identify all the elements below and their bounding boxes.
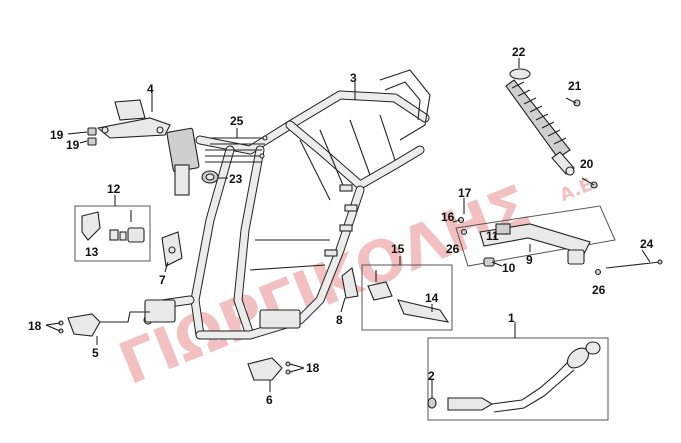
- callout-15: 15: [391, 242, 405, 256]
- callout-6: 6: [266, 393, 273, 407]
- callout-26b: 26: [592, 283, 606, 297]
- grommet-part-23: [201, 170, 219, 184]
- callout-16: 16: [441, 210, 455, 224]
- group-box-part-12: [74, 205, 151, 262]
- callout-18a: 18: [28, 319, 42, 333]
- callout-18b: 18: [306, 361, 320, 375]
- callout-14: 14: [425, 291, 439, 305]
- callout-26a: 26: [446, 242, 460, 256]
- group-box-part-1: [427, 337, 609, 421]
- stand-group-part-9: [455, 205, 616, 267]
- callout-13: 13: [85, 245, 99, 259]
- callout-19b: 19: [66, 138, 80, 152]
- callout-3: 3: [350, 71, 357, 85]
- callout-12: 12: [107, 182, 121, 196]
- callout-5: 5: [92, 346, 99, 360]
- screws-part-19: [87, 127, 97, 146]
- callout-8: 8: [336, 313, 343, 327]
- callout-24: 24: [640, 237, 654, 251]
- callout-11: 11: [486, 229, 499, 243]
- callout-10: 10: [502, 261, 516, 275]
- main-frame: [143, 69, 431, 340]
- callout-17: 17: [458, 186, 472, 200]
- watermark-suffix: Α.Ε.: [557, 172, 602, 206]
- callout-22: 22: [512, 45, 526, 59]
- callout-2: 2: [428, 369, 435, 383]
- callout-9: 9: [526, 253, 533, 267]
- bolts-part-16-17-24-26: [457, 198, 663, 276]
- leader-lines: [45, 58, 651, 398]
- bracket-part-8: [341, 267, 359, 299]
- bracket-part-4: [96, 99, 171, 139]
- callout-numbers: 1 2 3 4 5 6 7 8 9 10 11 12 13 14 15 16 1…: [28, 45, 654, 407]
- bolts-part-20-21: [565, 97, 598, 189]
- callout-21: 21: [568, 79, 582, 93]
- callout-7: 7: [159, 273, 166, 287]
- footrest-part-5: [58, 311, 150, 337]
- callout-20: 20: [580, 157, 594, 171]
- rods-part-25: [205, 135, 268, 163]
- callout-1: 1: [508, 311, 515, 325]
- callout-19a: 19: [50, 128, 64, 142]
- bracket-part-7: [161, 231, 183, 267]
- callout-23: 23: [229, 172, 243, 186]
- shock-absorber-part-22: [505, 68, 575, 176]
- group-box-part-15: [361, 264, 453, 331]
- footrest-part-6: [247, 357, 291, 381]
- callout-25: 25: [230, 114, 244, 128]
- callout-4: 4: [147, 82, 154, 96]
